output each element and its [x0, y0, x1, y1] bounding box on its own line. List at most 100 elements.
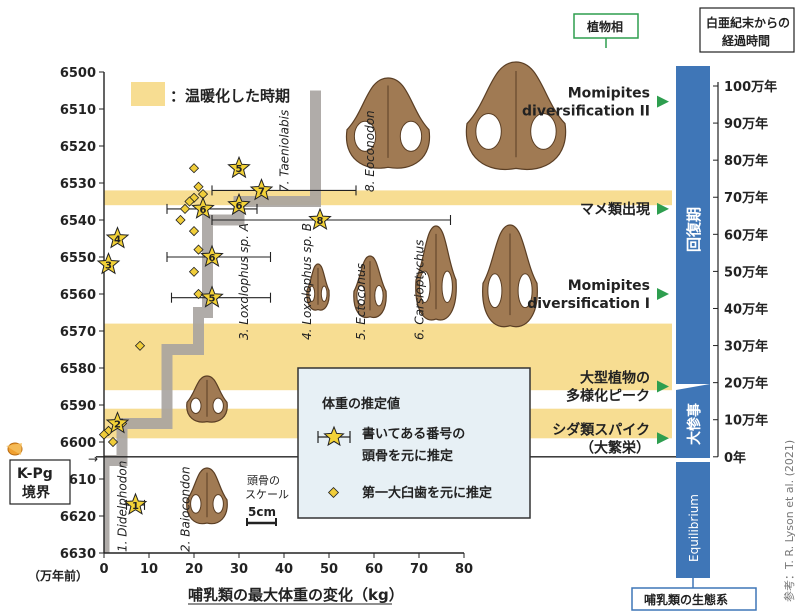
skull-star: 1: [123, 492, 148, 515]
disaster-phase-label: 大惨事: [686, 403, 703, 445]
x-tick-label: 0: [99, 562, 108, 577]
y-tick-label: 6600: [60, 436, 96, 451]
skull-didelphodon-icon: [186, 467, 228, 525]
x-tick-label: 30: [230, 562, 248, 577]
x-tick-label: 20: [185, 562, 203, 577]
flora-event: Momipites diversification I: [527, 278, 669, 312]
event-text-2: diversification I: [527, 296, 650, 312]
molar-diamond: [188, 163, 200, 174]
kpg-label-box: [9, 459, 71, 505]
ecosystem-footer: 哺乳類の生態系: [631, 578, 757, 611]
taxon-label: 1. Didelphodon: [116, 461, 130, 552]
error-bar: [170, 292, 272, 303]
skull-star: 6: [227, 192, 251, 216]
right-tick-label: 20万年: [724, 376, 768, 392]
taxon-label: 2. Baiocondon: [179, 466, 193, 552]
legend-diamond-symbol: [327, 486, 340, 499]
event-text-1: Momipites: [568, 86, 650, 102]
skull-loxolophus-a-icon: [306, 263, 330, 311]
right-tick-label: 50万年: [724, 264, 768, 280]
skull-star: 6: [200, 244, 224, 267]
legend-star-line1: 書いてある番号の: [362, 426, 465, 442]
y-tick-label: 6510: [60, 103, 96, 118]
event-text-1: 大型植物の: [580, 370, 650, 387]
x-axis-label: 哺乳類の最大体重の変化（kg）: [188, 586, 404, 604]
elapsed-time-header: 白亜紀末からの 経過時間: [699, 7, 795, 53]
scale-label-2: スケール: [245, 488, 289, 501]
skull-baiocondon-icon: [186, 375, 228, 423]
y-tick-label: 6620: [60, 510, 96, 525]
skull-star-label: 6: [236, 201, 243, 212]
y-tick-label: 6570: [60, 325, 96, 340]
x-tick-label: 80: [455, 562, 473, 577]
x-tick-label: 10: [140, 562, 158, 577]
ecosystem-footer-label: 哺乳類の生態系: [644, 592, 728, 607]
skull-star: 5: [227, 155, 251, 179]
event-arrow-icon: [657, 288, 669, 300]
skull-star-label: 4: [114, 235, 121, 246]
skull-star: 7: [249, 178, 274, 201]
molar-diamond: [193, 288, 204, 300]
ecosystem-footer-box: [631, 587, 757, 611]
skull-star: 5: [200, 285, 224, 308]
skull-star: 2: [105, 411, 130, 434]
skull-carsioptychus-icon: [482, 224, 538, 328]
kpg-label-line2: 境界: [22, 484, 51, 501]
molar-diamond: [179, 203, 191, 214]
molar-diamond: [184, 196, 195, 207]
right-tick-label: 100万年: [724, 79, 777, 95]
y-tick-label: 6500: [60, 66, 96, 81]
legend-star-symbol: [317, 425, 351, 447]
right-tick-label: 60万年: [724, 227, 768, 243]
y-tick-label: 6540: [60, 214, 96, 229]
molar-diamond: [98, 429, 110, 440]
recovery-phase-label: 回復期: [685, 207, 703, 252]
molar-estimates: [98, 163, 209, 448]
right-tick-label: 40万年: [724, 301, 768, 317]
kpg-boundary-marker: → K-Pg 境界: [6, 442, 98, 505]
elapsed-time-box: [699, 7, 795, 53]
event-text-2: 多様化ピーク: [566, 388, 650, 405]
skull-scale: 頭骨の スケール 5cm: [245, 474, 289, 526]
error-bar: [211, 185, 357, 196]
molar-diamond: [197, 189, 209, 200]
molar-diamond: [188, 226, 200, 237]
equilibrium-phase-label: Equilibrium: [687, 494, 701, 562]
recovery-phase-bar: [676, 66, 710, 384]
legend-box-title: 体重の推定値: [322, 396, 400, 412]
skull-star: 3: [96, 252, 121, 275]
right-tick-label: 90万年: [724, 116, 768, 132]
right-tick-label: 0年: [724, 450, 746, 466]
x-tick-label: 70: [410, 562, 428, 577]
skull-star-label: 5: [236, 164, 243, 175]
taxon-label: 6. Carsioptychus: [413, 240, 427, 340]
y-axis-unit: （万年前）: [28, 568, 88, 583]
y-tick-label: 6520: [60, 140, 96, 155]
skull-star-label: 8: [317, 216, 324, 227]
kpg-arrow: →: [88, 452, 98, 466]
skull-loxolophus-b-icon: [353, 255, 387, 318]
taxon-label: 7. Taeniolabis: [278, 110, 292, 192]
y-tick-label: 6550: [60, 251, 96, 266]
molar-diamond: [193, 244, 204, 255]
elapsed-time-line1: 白亜紀末からの: [706, 15, 790, 30]
molar-diamond: [134, 340, 146, 351]
event-text-1: マメ類出現: [580, 201, 650, 218]
equilibrium-phase-bar: [676, 462, 710, 578]
elapsed-time-axis: 100万年90万年80万年70万年60万年50万年40万年30万年20万年10万…: [713, 79, 777, 466]
skull-star: 6: [191, 196, 215, 219]
flora-header-box: [573, 13, 639, 39]
right-tick-label: 10万年: [724, 413, 768, 429]
flora-event: シダ類スパイク（大繁栄）: [552, 421, 669, 456]
x-tick-label: 40: [275, 562, 293, 577]
event-text-1: シダ類スパイク: [552, 421, 650, 438]
molar-diamond: [193, 181, 204, 192]
skull-star-label: 6: [200, 205, 207, 216]
y-tick-label: 6560: [60, 288, 96, 303]
skull-star-label: 2: [114, 420, 121, 431]
event-text-1: Momipites: [568, 278, 650, 294]
